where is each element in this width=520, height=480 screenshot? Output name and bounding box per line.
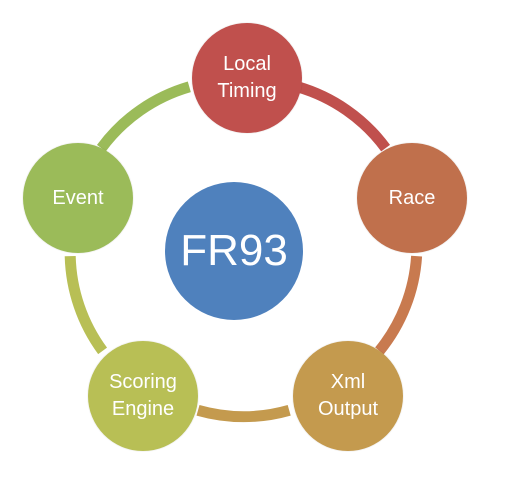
node-xml-output: Xml Output — [293, 341, 403, 451]
connector-event-local — [96, 81, 191, 152]
node-local-timing: Local Timing — [192, 23, 302, 133]
node-scoring-engine: Scoring Engine — [88, 341, 198, 451]
connector-race-xml — [375, 255, 423, 355]
connector-local-race — [296, 81, 391, 152]
connector-xml-scoring — [196, 404, 291, 423]
center-node-fr93: FR93 — [165, 182, 303, 320]
node-race: Race — [357, 143, 467, 253]
connector-scoring-event — [64, 255, 108, 355]
node-event: Event — [23, 143, 133, 253]
